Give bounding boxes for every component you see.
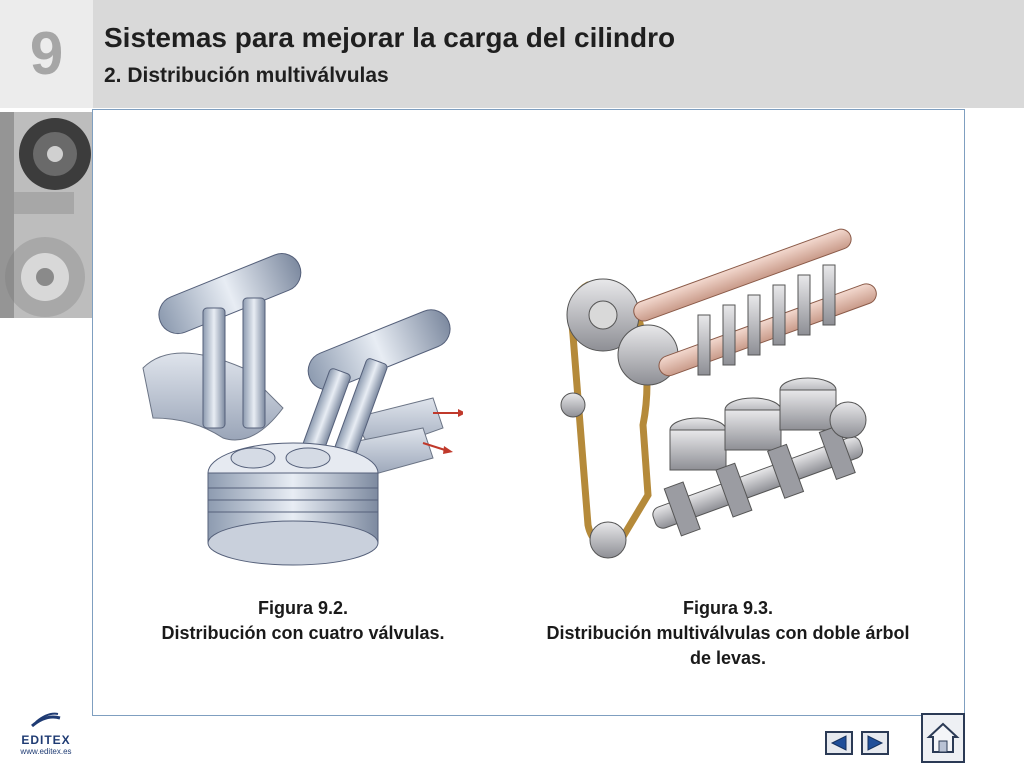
chapter-badge: 9 — [0, 0, 93, 108]
left-strip: 9 — [0, 0, 93, 768]
page-title: Sistemas para mejorar la carga del cilin… — [104, 22, 676, 53]
chapter-number: 9 — [29, 20, 64, 87]
dohc-engine-illustration — [560, 228, 877, 559]
editex-logo-mark-icon — [31, 712, 61, 728]
four-valve-illustration — [142, 253, 466, 566]
gears-photo-image — [0, 112, 93, 318]
figure-dohc-multivalve — [548, 205, 893, 575]
house-icon — [926, 722, 960, 753]
figure-caption-text: Distribución multiválvulas con doble árb… — [546, 623, 910, 669]
next-slide-button[interactable] — [861, 731, 889, 755]
figure-caption-text: Distribución con cuatro válvulas. — [161, 623, 445, 644]
logo-url: www.editex.es — [20, 747, 72, 756]
editex-logo: EDITEX www.editex.es — [16, 712, 76, 760]
figure-four-valves — [133, 218, 466, 568]
triangle-right-icon — [867, 735, 884, 751]
content-frame: Figura 9.2. Distribución con cuatro válv… — [92, 109, 965, 716]
figure-caption-9-2: Figura 9.2. Distribución con cuatro válv… — [133, 596, 473, 646]
triangle-left-icon — [830, 735, 847, 751]
previous-slide-button[interactable] — [825, 731, 853, 755]
logo-name: EDITEX — [21, 733, 71, 747]
chapter-photo — [0, 112, 93, 318]
page-subtitle: 2. Distribución multiválvulas — [104, 64, 389, 87]
figure-label: Figura 9.3. — [682, 598, 774, 618]
home-button[interactable] — [921, 713, 965, 763]
figure-caption-9-3: Figura 9.3. Distribución multiválvulas c… — [543, 596, 913, 672]
header-bar: Sistemas para mejorar la carga del cilin… — [93, 0, 1024, 108]
figure-label: Figura 9.2. — [257, 598, 349, 618]
